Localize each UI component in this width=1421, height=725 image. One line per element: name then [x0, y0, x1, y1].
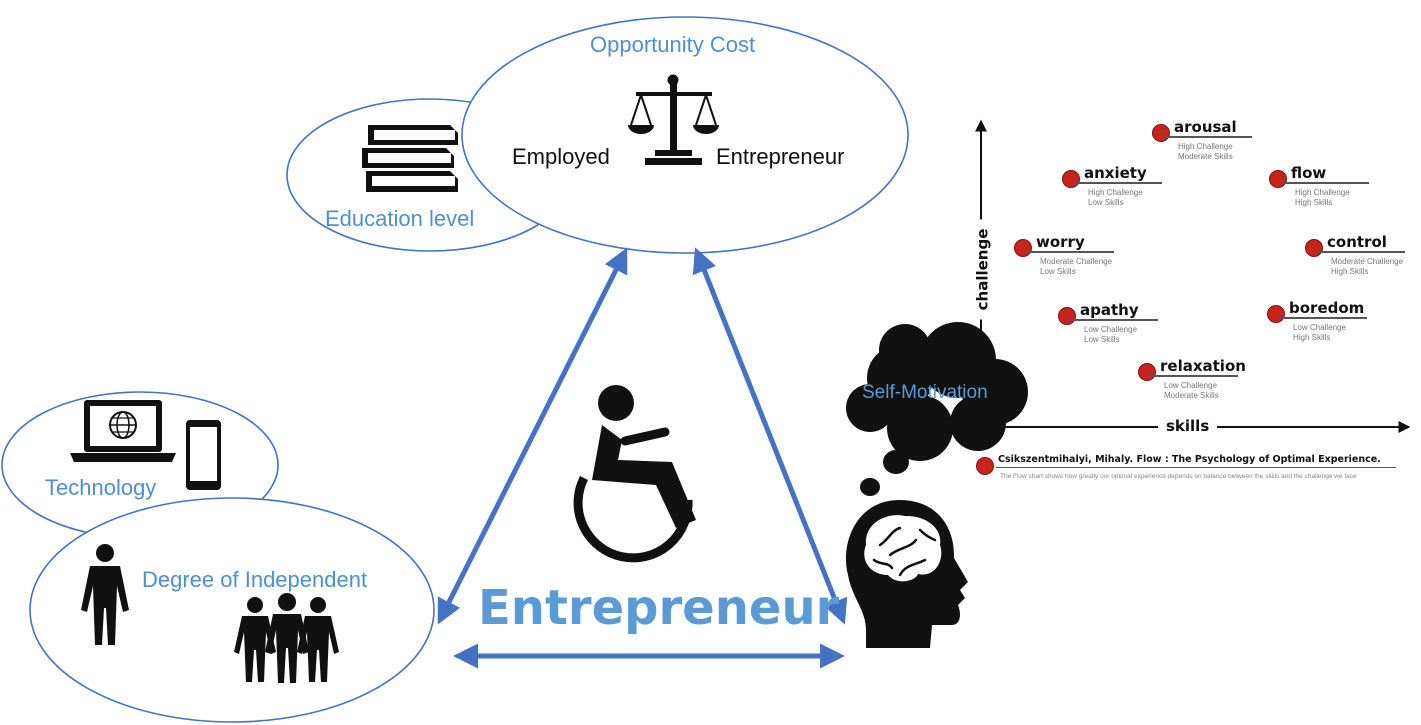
technology-label: Technology	[45, 475, 157, 500]
entrepreneur-label: Entrepreneur	[716, 144, 845, 169]
wheelchair-icon	[573, 385, 696, 563]
state-dot	[1152, 124, 1170, 142]
independence-ellipse	[29, 497, 435, 723]
state-dot	[1014, 239, 1032, 257]
skills-axis-label: skills	[1158, 419, 1218, 434]
citation-text: Csikszentmihalyi, Mihaly. Flow : The Psy…	[998, 454, 1381, 465]
person-icon	[81, 544, 129, 645]
challenge-axis-label: challenge	[974, 219, 992, 320]
state-dot	[1305, 239, 1323, 257]
state-dot	[1138, 363, 1156, 381]
thought-cloud-icon	[846, 322, 1028, 496]
center-title: Entrepreneur	[478, 580, 840, 636]
motivation-label: Self-Motivation	[862, 382, 988, 403]
state-name: control	[1327, 233, 1387, 251]
state-name: boredom	[1289, 299, 1365, 317]
state-name: worry	[1036, 233, 1085, 251]
state-name: relaxation	[1160, 357, 1246, 375]
citation-rule	[996, 467, 1396, 468]
education-label: Education level	[325, 206, 475, 231]
state-rule	[1074, 182, 1162, 184]
state-rule	[1317, 251, 1405, 253]
head-brain-icon	[845, 500, 968, 648]
independence-label: Degree of Independent	[142, 567, 368, 592]
books-icon	[362, 125, 458, 192]
state-dot	[1058, 307, 1076, 325]
state-name: arousal	[1174, 118, 1237, 136]
state-rule	[1026, 251, 1114, 253]
state-dot	[1267, 305, 1285, 323]
state-name: flow	[1291, 164, 1327, 182]
group-icon	[234, 593, 339, 683]
state-rule	[1150, 375, 1238, 377]
state-dot	[1062, 170, 1080, 188]
state-rule	[1070, 319, 1158, 321]
state-name: apathy	[1080, 301, 1139, 319]
laptop-icon	[70, 400, 176, 462]
citation-dot	[976, 457, 994, 475]
scale-icon	[628, 74, 719, 165]
employed-label: Employed	[512, 144, 610, 169]
opportunity-ellipse	[461, 16, 909, 254]
state-name: anxiety	[1084, 164, 1147, 182]
opportunity-title: Opportunity Cost	[590, 32, 756, 57]
flow-caption: The Flow chart shows how greatly our opt…	[1000, 473, 1357, 480]
state-rule	[1281, 182, 1369, 184]
state-dot	[1269, 170, 1287, 188]
arrow-right-diagonal	[692, 247, 848, 625]
state-rule	[1279, 317, 1367, 319]
arrow-left-diagonal	[437, 247, 628, 625]
phone-icon	[186, 420, 221, 490]
state-rule	[1164, 136, 1252, 138]
